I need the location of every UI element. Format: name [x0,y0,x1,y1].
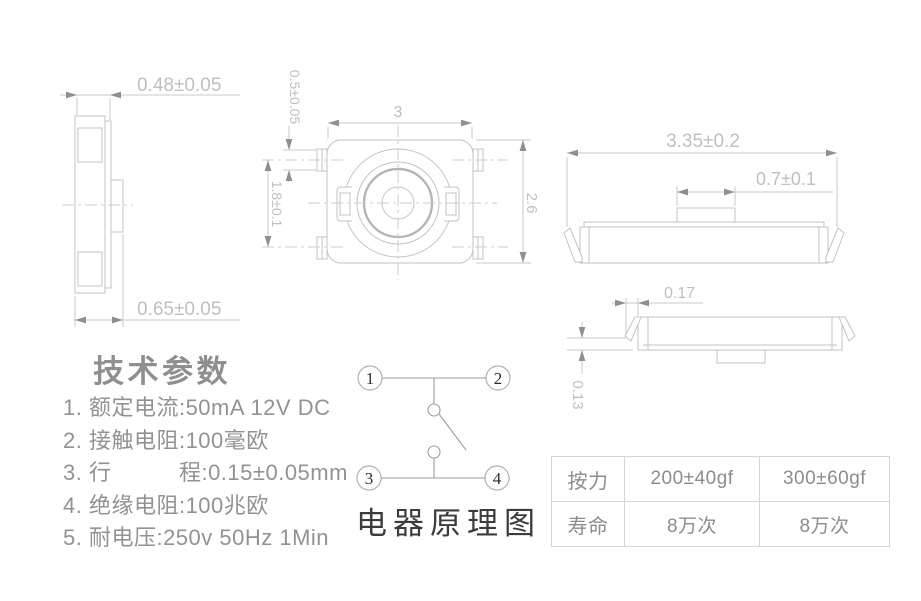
dim-bottom-pin-inset: 0.17 [664,285,695,302]
dim-side-body-width: 0.48±0.05 [137,75,221,96]
circuit-schematic: 1 2 3 4 电器原理图 [356,365,541,541]
bottom-view: 0.17 0.13 [567,285,856,410]
top-view: 3 2.6 0.5±0.05 1.8±0.1 [262,70,540,280]
param-withstand-voltage: 5. 耐电压:250v 50Hz 1Min [63,525,330,550]
terminal-4-label: 4 [493,469,502,488]
front-view: 3.35±0.2 0.7±0.1 [563,131,845,264]
dim-top-height: 2.6 [523,193,540,214]
dim-top-pin-width: 0.5±0.05 [287,70,303,125]
param-rated-current: 1. 额定电流:50mA 12V DC [63,395,331,420]
terminal-3-label: 3 [365,469,374,488]
schematic-title: 电器原理图 [356,506,541,541]
force-value-1: 200±40gf [624,456,760,502]
lifespan-value-1: 8万次 [624,501,760,547]
table-row-lifespan: 寿命 8万次 8万次 [551,501,890,547]
dim-bottom-pin-offset: 0.13 [569,380,586,409]
spec-table: 按力 200±40gf 300±60gf 寿命 8万次 8万次 [551,456,890,547]
force-value-2: 300±60gf [759,456,890,502]
terminal-1-label: 1 [366,369,375,388]
dim-side-total-width: 0.65±0.05 [137,299,221,320]
table-row-force: 按力 200±40gf 300±60gf [551,456,890,502]
side-view: 0.48±0.05 0.65±0.05 [60,75,240,327]
tech-params-title: 技术参数 [93,354,231,389]
dim-top-width: 3 [394,104,403,121]
dim-front-total-width: 3.35±0.2 [666,131,740,152]
param-insulation-resistance: 4. 绝缘电阻:100兆欧 [63,492,269,518]
param-travel: 3. 行 程:0.15±0.05mm [63,460,348,485]
terminal-2-label: 2 [494,369,503,388]
tech-params-section: 技术参数 1. 额定电流:50mA 12V DC 2. 接触电阻:100毫欧 3… [63,352,363,555]
dim-top-pin-pitch: 1.8±0.1 [269,181,285,228]
lifespan-value-2: 8万次 [759,501,890,547]
force-label: 按力 [551,456,625,502]
lifespan-label: 寿命 [551,501,625,547]
param-contact-resistance: 2. 接触电阻:100毫欧 [63,427,269,453]
dim-front-button-width: 0.7±0.1 [756,169,816,189]
